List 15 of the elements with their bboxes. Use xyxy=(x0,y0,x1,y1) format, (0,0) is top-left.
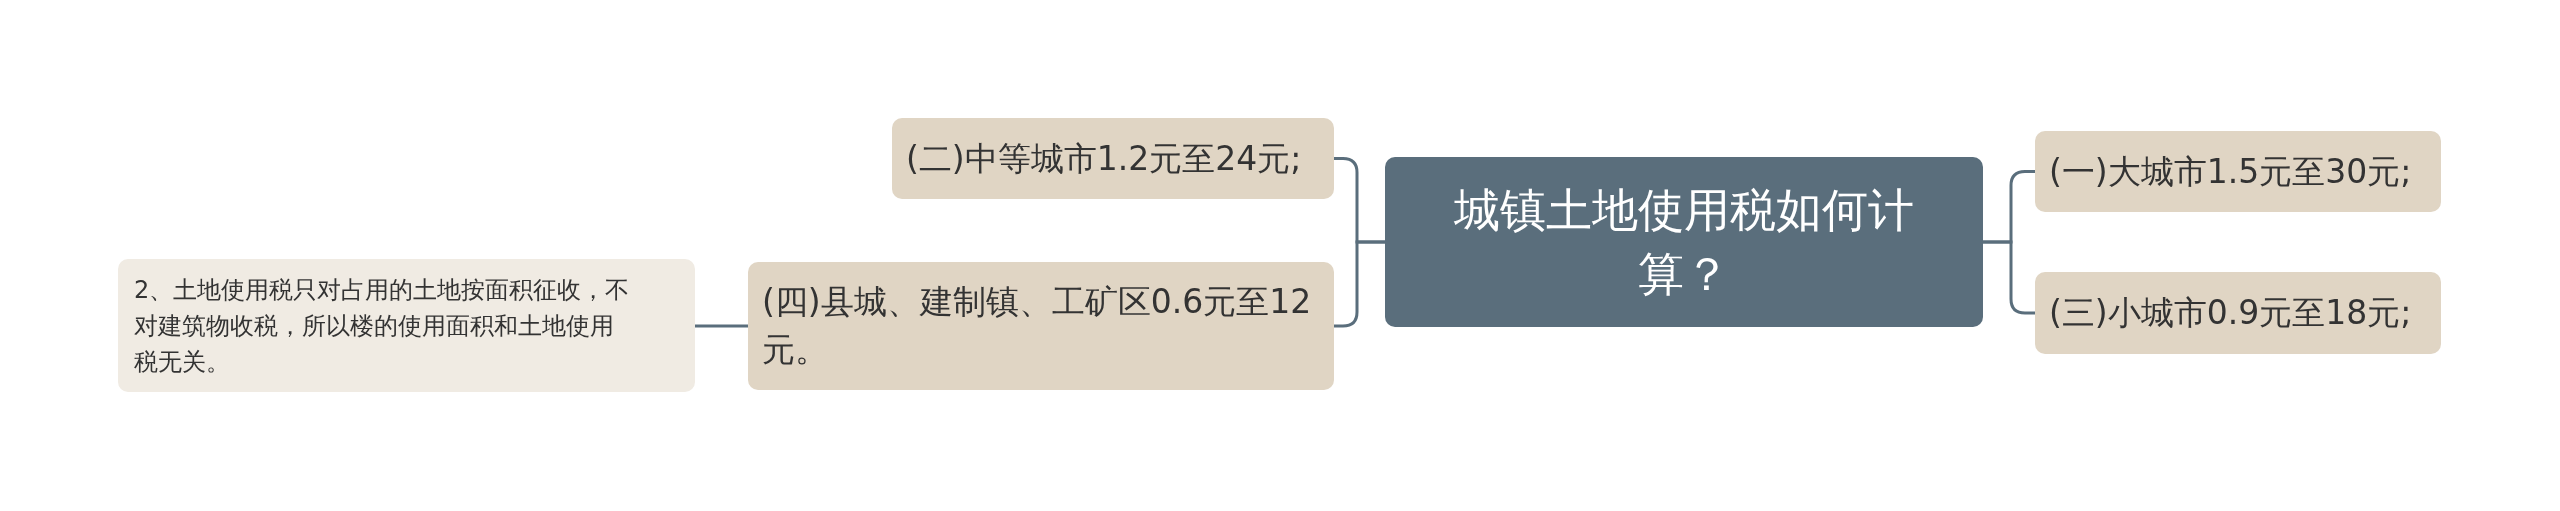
subtopic-box xyxy=(892,118,1334,199)
node-text: 2、土地使用税只对占用的土地按面积征收，不对建筑物收税，所以楼的使用面积和土地使用税无关。 xyxy=(134,274,631,378)
note-box xyxy=(118,259,695,392)
subtopic-box xyxy=(2035,131,2441,212)
node-text: 城镇土地使用税如何计算？ xyxy=(1453,181,1915,303)
subtopic-box xyxy=(748,262,1334,390)
node-text: (三)小城市0.9元至18元; xyxy=(2049,292,2412,335)
node-text: (一)大城市1.5元至30元; xyxy=(2049,150,2412,193)
connector-line xyxy=(695,324,748,328)
subtopic-box xyxy=(2035,272,2441,354)
node-text: (二)中等城市1.2元至24元; xyxy=(906,137,1302,180)
connector-line xyxy=(1983,240,2035,315)
topic-box xyxy=(1385,157,1983,327)
connector-line xyxy=(1334,240,1385,328)
node-text: (四)县城、建制镇、工矿区0.6元至12元。 xyxy=(762,281,1313,371)
